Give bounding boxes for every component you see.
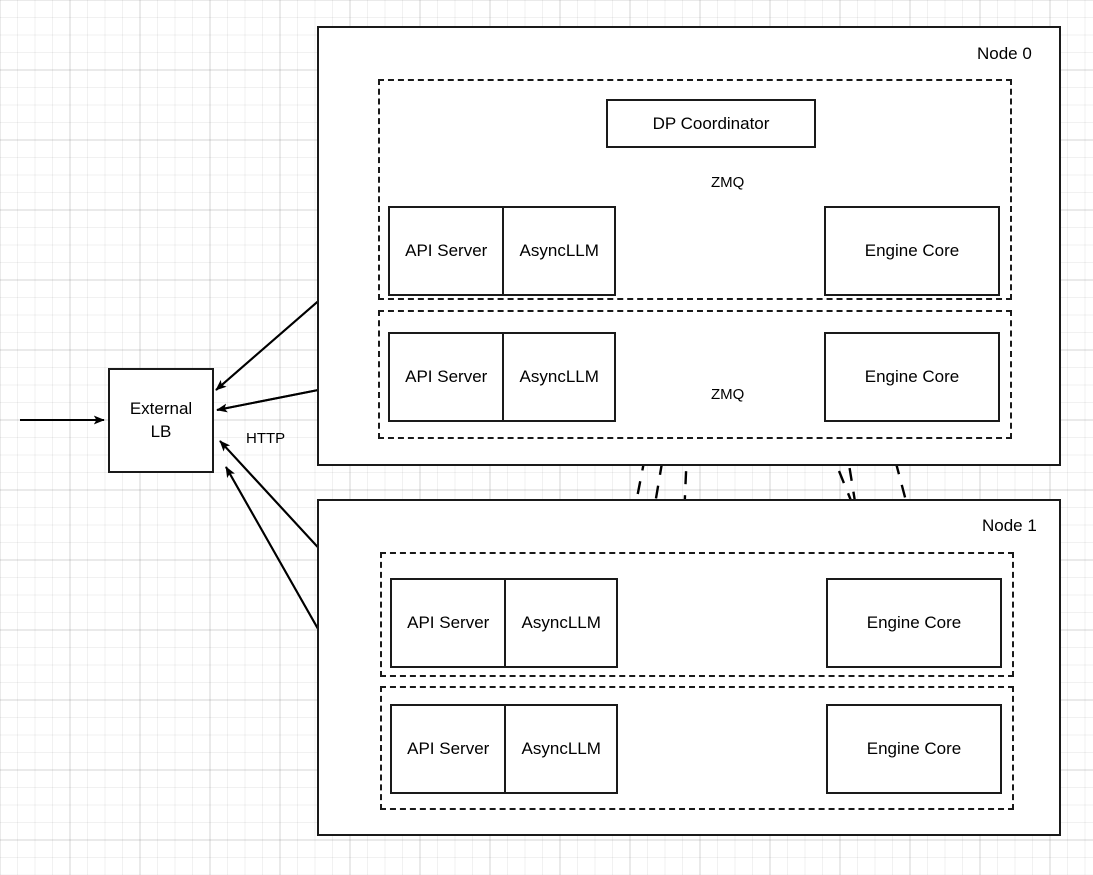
node-0-rank-0-engine-core[interactable]: Engine Core <box>824 206 1000 296</box>
node-1-rank-1-api-async-box[interactable]: API Server AsyncLLM <box>390 704 618 794</box>
node-0-rank-1-api-async-box[interactable]: API Server AsyncLLM <box>388 332 616 422</box>
node-0-rank-1-engine-core[interactable]: Engine Core <box>824 332 1000 422</box>
external-lb-box[interactable]: External LB <box>108 368 214 473</box>
external-lb-line1: External <box>129 398 193 418</box>
node-0-rank-0-api-server[interactable]: API Server <box>390 208 505 294</box>
node-0-rank-1-group <box>378 310 1012 439</box>
node-1-rank-1-group <box>380 686 1014 810</box>
node-1-rank-0-api-async-box[interactable]: API Server AsyncLLM <box>390 578 618 668</box>
node-0-label: Node 0 <box>977 44 1032 63</box>
node-0-rank-1-api-server[interactable]: API Server <box>390 334 505 420</box>
node-0-rank-1-engine-core-label: Engine Core <box>864 367 960 386</box>
node-1-rank-0-engine-core-label: Engine Core <box>866 613 962 632</box>
http-label: HTTP <box>246 430 286 447</box>
node-1-rank-1-engine-core[interactable]: Engine Core <box>826 704 1002 794</box>
node-1-rank-0-group <box>380 552 1014 677</box>
zmq-label-top: ZMQ <box>711 174 745 191</box>
node-1-rank-0-engine-core[interactable]: Engine Core <box>826 578 1002 668</box>
node-1-rank-0-api-server[interactable]: API Server <box>392 580 507 666</box>
node-1-rank-0-async-llm[interactable]: AsyncLLM <box>521 613 601 632</box>
node-1-rank-1-api-server[interactable]: API Server <box>392 706 507 792</box>
zmq-label-bottom: ZMQ <box>711 386 745 403</box>
dp-coordinator-box[interactable]: DP Coordinator <box>606 99 816 148</box>
node-0-rank-1-async-llm[interactable]: AsyncLLM <box>519 367 599 386</box>
external-lb-line2: LB <box>150 421 172 441</box>
node-0-rank-0-async-llm[interactable]: AsyncLLM <box>519 241 599 260</box>
node-0-rank-0-group <box>378 79 1012 300</box>
dp-coordinator-label: DP Coordinator <box>652 113 770 133</box>
node-0-rank-0-api-async-box[interactable]: API Server AsyncLLM <box>388 206 616 296</box>
node-1-label: Node 1 <box>982 516 1037 535</box>
node-1-rank-1-async-llm[interactable]: AsyncLLM <box>521 739 601 758</box>
node-1-rank-1-engine-core-label: Engine Core <box>866 739 962 758</box>
node-0-rank-0-engine-core-label: Engine Core <box>864 241 960 260</box>
